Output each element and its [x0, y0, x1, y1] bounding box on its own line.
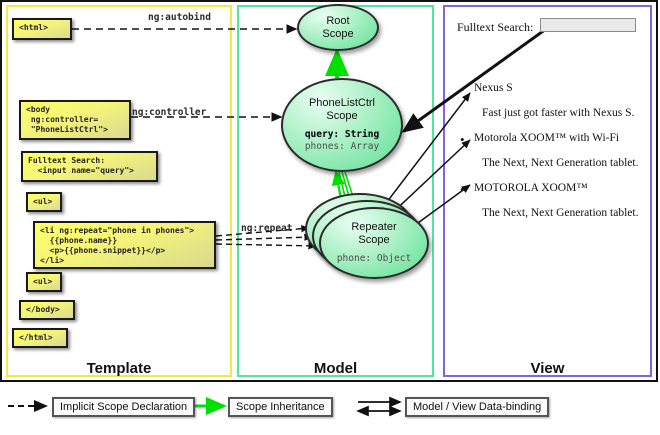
panel-label-view: View — [530, 360, 565, 377]
view-content: Fulltext Search: • Nexus S Fast just got… — [452, 12, 645, 362]
code-box-fulltext-search: Fulltext Search: <input name="query"> — [21, 151, 158, 182]
view-search-label: Fulltext Search: — [457, 20, 534, 34]
code-box-body-close: </body> — [19, 300, 75, 320]
view-item-snippet-row-2: The Next, Next Generation tablet. — [482, 207, 638, 219]
view-item-name-1: Motorola XOOM™ with Wi-Fi — [474, 132, 620, 144]
panel-label-template: Template — [86, 360, 152, 377]
view-search-input[interactable] — [540, 18, 636, 32]
code-box-ul-close: <ul> — [26, 272, 62, 292]
view-list-item-1: • Motorola XOOM™ with Wi-Fi — [460, 132, 620, 146]
view-item-snippet-0: Fast just got faster with Nexus S. — [482, 107, 635, 119]
view-item-snippet-1: The Next, Next Generation tablet. — [482, 157, 639, 169]
bullet-icon: • — [460, 182, 465, 197]
legend-label-inheritance: Scope Inheritance — [228, 397, 333, 417]
panel-label-model: Model — [313, 360, 358, 377]
legend-label-implicit: Implicit Scope Declaration — [52, 397, 196, 417]
legend-label-databinding: Model / View Data-binding — [405, 397, 550, 417]
legend: Implicit Scope Declaration Scope Inherit… — [0, 384, 660, 435]
view-list-item-2: • MOTOROLA XOOM™ — [460, 182, 588, 196]
code-box-li-repeat: <li ng:repeat="phone in phones"> {{phone… — [33, 221, 216, 269]
code-box-html-open: <html> — [12, 18, 72, 40]
panel-model — [237, 5, 434, 377]
edge-label-ng-autobind: ng:autobind — [148, 12, 211, 23]
code-box-body-open: <body ng:controller= "PhoneListCtrl"> — [19, 100, 131, 140]
scope-repeater-props: phone: Object — [337, 253, 411, 265]
bullet-icon: • — [460, 82, 465, 97]
edge-label-ng-controller: ng:controller — [132, 107, 207, 118]
scope-prop-phones: phones: Array — [304, 141, 380, 152]
scope-prop-query: query: String — [304, 129, 380, 140]
view-item-name-0: Nexus S — [474, 82, 513, 94]
code-box-ul-open: <ul> — [26, 192, 62, 212]
view-list-item-0: • Nexus S — [460, 82, 513, 96]
scope-phonelistctrl-props: query: String phones: Array — [305, 129, 379, 153]
code-box-html-close: </html> — [12, 328, 68, 348]
edge-label-ng-repeat: ng:repeat — [241, 223, 293, 234]
view-item-snippet-row-1: The Next, Next Generation tablet. — [482, 157, 638, 169]
scope-prop-phone: phone: Object — [336, 253, 412, 264]
view-item-snippet-2: The Next, Next Generation tablet. — [482, 207, 639, 219]
view-item-snippet-row-0: Fast just got faster with Nexus S. — [482, 107, 634, 119]
view-item-name-2: MOTOROLA XOOM™ — [474, 182, 588, 194]
panel-template — [6, 5, 232, 377]
bullet-icon: • — [460, 132, 465, 147]
